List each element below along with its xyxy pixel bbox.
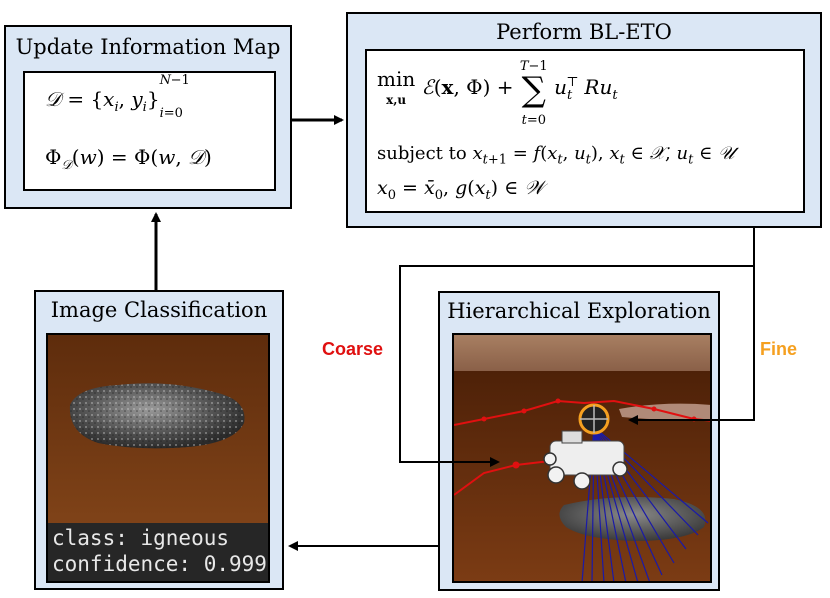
image-classification-title: Image Classification bbox=[50, 298, 268, 322]
information-map-equation: Φ𝒟(w) = Φ(w, 𝒟) bbox=[45, 145, 212, 173]
subject-to-label: subject to bbox=[377, 143, 467, 164]
sky-background bbox=[454, 335, 710, 371]
hierarchical-exploration-title: Hierarchical Exploration bbox=[447, 299, 711, 323]
confidence-line: confidence: 0.999 bbox=[52, 552, 267, 576]
dynamics-constraint: subject to xt+1 = f(xt, ut), xt ∈ 𝒳, ut … bbox=[377, 143, 735, 168]
coarse-label: Coarse bbox=[322, 339, 384, 359]
classification-output: class: igneous confidence: 0.999 bbox=[48, 523, 268, 581]
coarse-waypoint-near bbox=[512, 461, 520, 469]
exploration-scene-graphic bbox=[454, 335, 710, 581]
perform-bl-eto-title: Perform BL-ETO bbox=[496, 20, 672, 44]
initial-and-safety-constraint: x0 = x̄0, g(xt) ∈ 𝒲 bbox=[377, 177, 545, 203]
rock-texture bbox=[69, 383, 245, 449]
fine-label: Fine bbox=[760, 339, 798, 359]
exploration-scene bbox=[452, 333, 712, 583]
rock-image: class: igneous confidence: 0.999 bbox=[46, 333, 270, 583]
class-line: class: igneous bbox=[52, 526, 230, 550]
update-information-map-title: Update Information Map bbox=[15, 35, 281, 59]
sensor-orb bbox=[578, 403, 610, 435]
target-rock bbox=[559, 497, 706, 541]
image-classification-panel: Image Classification bbox=[34, 290, 284, 590]
hierarchical-exploration-panel: Hierarchical Exploration bbox=[438, 291, 720, 591]
